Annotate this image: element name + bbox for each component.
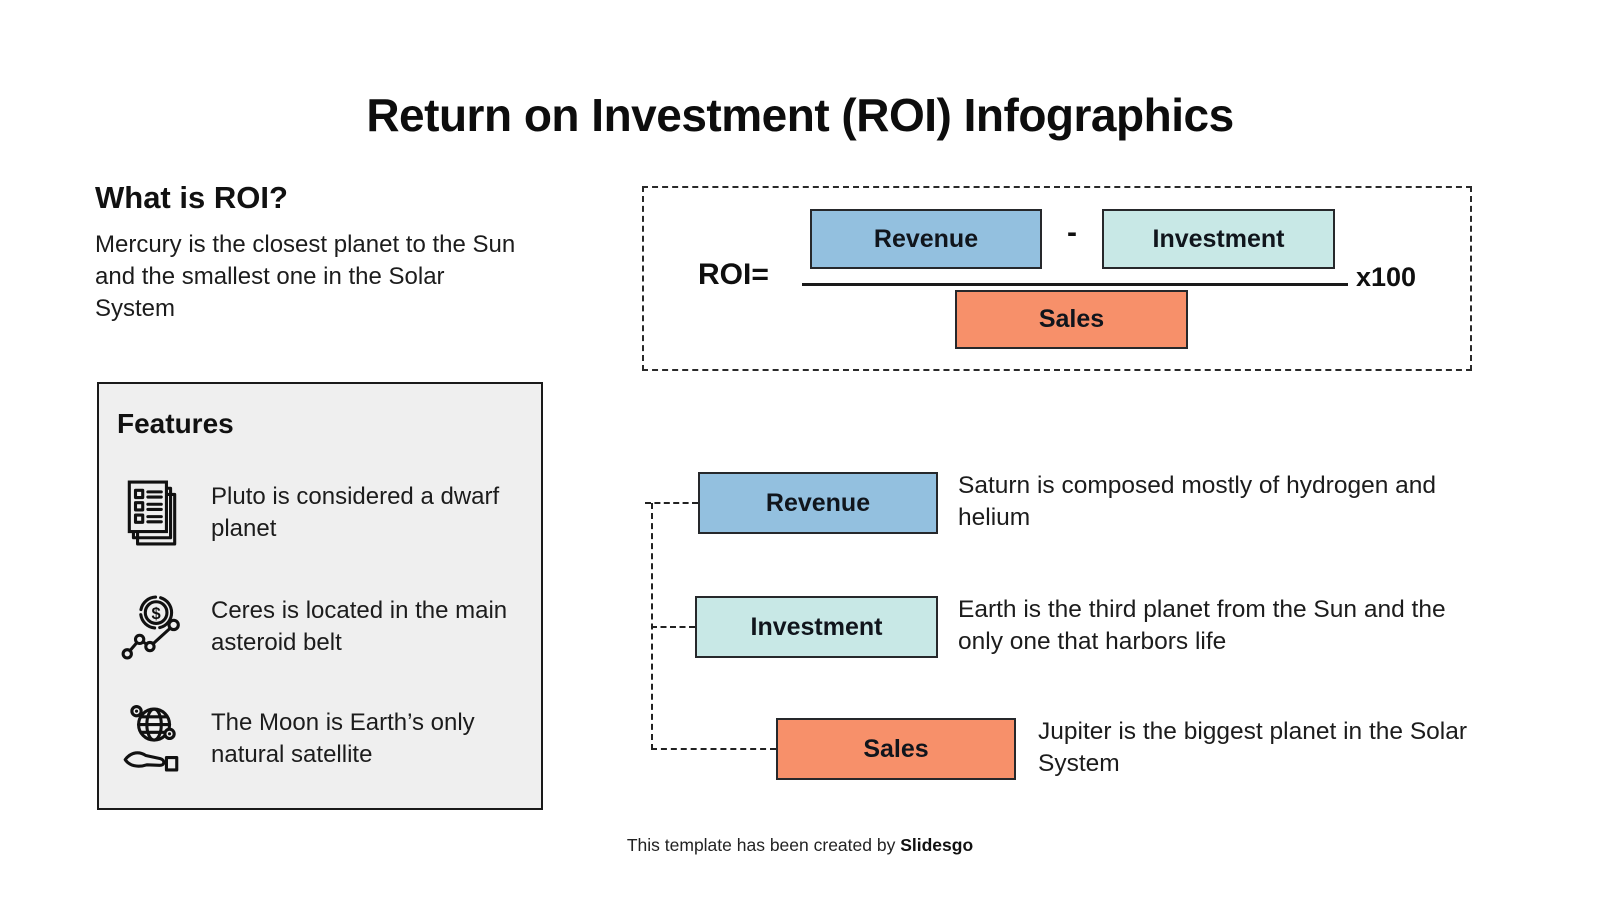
formula-sales-box: Sales [955, 290, 1188, 349]
what-is-roi-body: Mercury is the closest planet to the Sun… [95, 231, 516, 322]
formula-revenue-label: Revenue [873, 224, 979, 253]
formula-revenue-box: Revenue [810, 209, 1042, 269]
feature-text: Ceres is located in the main asteroid be… [211, 597, 508, 656]
connector-sales-line [651, 748, 776, 750]
svg-text:$: $ [152, 605, 161, 623]
features-panel: Features Pluto is consid [97, 382, 543, 810]
breakdown-sales-box: Sales [776, 718, 1016, 780]
formula-investment-box: Investment [1102, 209, 1335, 269]
breakdown-investment-box: Investment [695, 596, 938, 658]
connector-revenue-line [645, 502, 698, 504]
minus-operator: - [1067, 216, 1077, 249]
feature-item-ceres: $ Ceres is located in the main asteroid … [99, 584, 541, 670]
feature-item-pluto: Pluto is considered a dwarf planet [99, 470, 541, 556]
breakdown-sales-label: Sales [863, 734, 929, 763]
breakdown-revenue-label: Revenue [765, 488, 871, 517]
feature-text: The Moon is Earth’s only natural satelli… [211, 709, 475, 768]
roi-formula-panel: ROI= Revenue - Investment Sales x100 [642, 186, 1472, 371]
page-title: Return on Investment (ROI) Infographics [366, 89, 1234, 141]
multiplier-label: x100 [1356, 262, 1417, 292]
globe-hand-icon [119, 700, 185, 778]
fraction-line [802, 283, 1348, 286]
breakdown-revenue-box: Revenue [698, 472, 938, 534]
breakdown-revenue-description: Saturn is composed mostly of hydrogen an… [958, 472, 1437, 531]
breakdown-investment-label: Investment [750, 612, 883, 641]
coin-growth-chart-icon: $ [119, 588, 185, 666]
what-is-roi-heading: What is ROI? [95, 180, 288, 215]
feature-text: Pluto is considered a dwarf planet [211, 483, 500, 542]
breakdown-investment-description: Earth is the third planet from the Sun a… [958, 596, 1446, 655]
features-heading: Features [117, 408, 234, 439]
what-is-roi-section: What is ROI? Mercury is the closest plan… [95, 180, 535, 325]
footer-brand-name: Slidesgo [900, 835, 974, 855]
footer-credit: This template has been created by Slides… [0, 835, 1600, 856]
connector-investment-line [651, 626, 695, 628]
roi-equals-label: ROI= [698, 258, 769, 291]
footer-credit-text: This template has been created by [626, 835, 896, 855]
checklist-document-icon [119, 474, 185, 552]
formula-investment-label: Investment [1152, 224, 1285, 253]
formula-sales-label: Sales [1038, 305, 1105, 333]
feature-item-moon: The Moon is Earth’s only natural satelli… [99, 696, 541, 782]
breakdown-sales-description: Jupiter is the biggest planet in the Sol… [1038, 718, 1468, 777]
